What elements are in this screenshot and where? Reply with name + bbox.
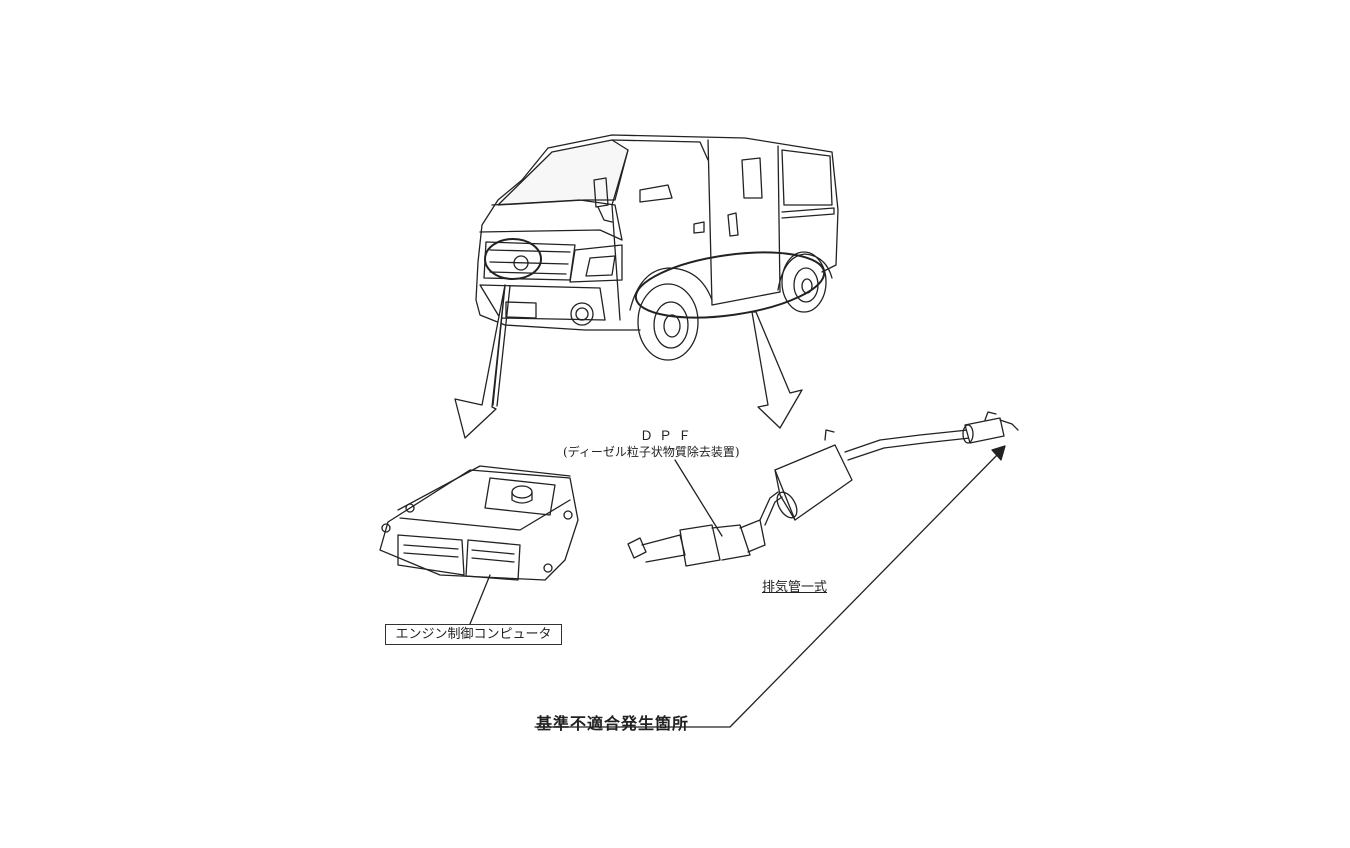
van-illustration-icon (475, 134, 839, 361)
exhaust-system-icon (627, 411, 1019, 567)
arrow-to-ecu-icon (454, 284, 511, 439)
engine-ecu-label: エンジン制御コンピュータ (385, 624, 562, 645)
ecu-module-icon (379, 465, 579, 625)
dpf-subtitle: (ディーゼル粒子状物質除去装置) (563, 445, 740, 459)
noncompliance-location-label: 基準不適合発生箇所 (536, 714, 690, 733)
arrow-to-exhaust-icon (751, 311, 803, 429)
exhaust-pipe-label: 排気管一式 (762, 580, 828, 595)
dpf-title: ＤＰＦ (640, 429, 698, 444)
arrow-to-tailpipe-icon (534, 445, 1006, 728)
